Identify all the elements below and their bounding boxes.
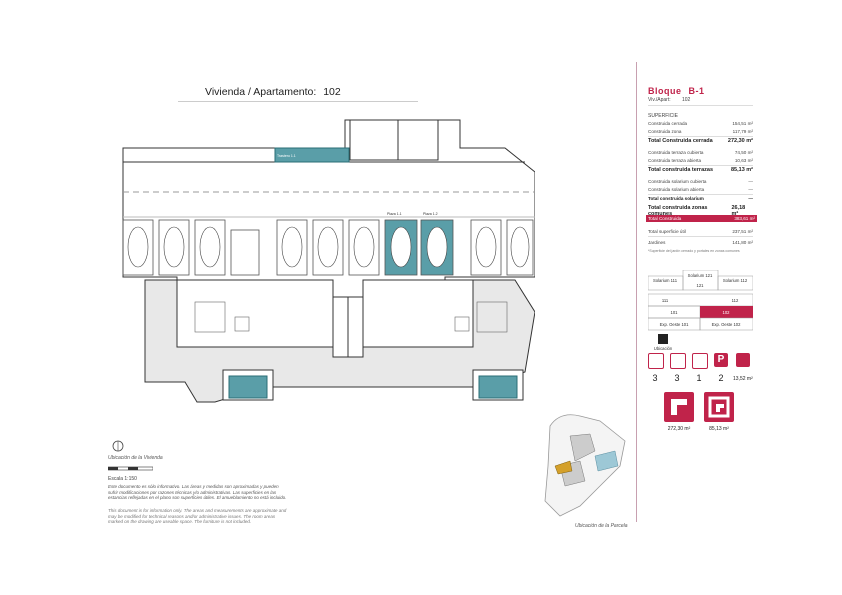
area-label: Total construida terrazas bbox=[648, 167, 713, 173]
disclaimer-en: This document is for information only. T… bbox=[108, 508, 287, 524]
bathrooms-count: 3 bbox=[674, 373, 680, 383]
dist-102: 102 bbox=[723, 310, 731, 315]
area-value: 26,18 m² bbox=[731, 205, 746, 217]
area-label: Total Construida cerrada bbox=[648, 138, 713, 144]
bed-icon bbox=[648, 353, 664, 369]
viv-line: Viv./Apart: 102 bbox=[648, 97, 690, 103]
area-label: Construida cerrada bbox=[648, 121, 688, 126]
bath-icon bbox=[670, 353, 686, 369]
compass-icon bbox=[112, 440, 124, 452]
area-value: 85,13 m² bbox=[730, 167, 753, 173]
area-value: 383,61 m² bbox=[734, 216, 755, 221]
area-value: — bbox=[748, 179, 753, 184]
area-label: Jardines bbox=[648, 240, 666, 245]
total-construida-row: Total Construida 383,61 m² bbox=[646, 215, 757, 222]
dist-112: 112 bbox=[732, 298, 739, 303]
closed-area-icon bbox=[664, 392, 694, 422]
area-value: 10,63 m² bbox=[734, 158, 753, 163]
bloque-label: Bloque bbox=[648, 86, 682, 96]
dist-solarium-112: Solarium 112 bbox=[723, 278, 748, 283]
area-row: Total Construida cerrada 272,30 m² bbox=[648, 138, 753, 144]
dist-solarium-111: Solarium 111 bbox=[653, 278, 678, 283]
viv-label: Viv./Apart: bbox=[648, 97, 671, 103]
panel-divider bbox=[648, 105, 753, 106]
area-row: Total superficie útil 237,51 m² bbox=[648, 229, 753, 237]
info-panel bbox=[636, 62, 757, 522]
area-label: Construida solarium abierta bbox=[648, 187, 705, 192]
dist-legend: Ubicación bbox=[654, 346, 673, 351]
area-row: Total construida solarium — bbox=[648, 196, 753, 201]
title-label: Vivienda / Apartamento: bbox=[205, 86, 317, 98]
terrace-area-icon bbox=[704, 392, 734, 422]
parking-count: 1 bbox=[696, 373, 702, 383]
area-row: Construida solarium abierta — bbox=[648, 187, 753, 195]
dist-exp-101: Exp. Oeste 101 bbox=[660, 322, 690, 327]
site-label: Ubicación de la Parcela bbox=[575, 523, 628, 529]
plaza1-label: Plaza 1.1 bbox=[387, 212, 402, 216]
title-value: 102 bbox=[323, 86, 341, 98]
area-value: 117,79 m² bbox=[732, 129, 753, 134]
closed-area-value: 272,30 m² bbox=[667, 426, 691, 432]
area-label: Construida terraza abierta bbox=[648, 158, 702, 163]
area-row: Construida terraza abierta 10,63 m² bbox=[648, 158, 753, 166]
area-value: — bbox=[748, 187, 753, 192]
bloque-heading: Bloque B-1 bbox=[648, 86, 705, 96]
area-label: Total construida zonas comunes bbox=[648, 205, 708, 217]
dist-exp-102: Exp. Oeste 102 bbox=[712, 322, 742, 327]
storage-count: 2 bbox=[718, 373, 724, 383]
viv-value: 102 bbox=[682, 97, 691, 103]
area-value: 154,51 m² bbox=[732, 121, 753, 126]
area-row: Total construida terrazas 85,13 m² bbox=[648, 167, 753, 173]
area-label: Total construida solarium bbox=[648, 196, 704, 201]
area-label: Total Construida bbox=[648, 216, 682, 221]
area-value: — bbox=[748, 196, 753, 201]
area-label: Total superficie útil bbox=[648, 229, 686, 234]
disclaimer-es: Este documento es sólo informativo. Las … bbox=[108, 484, 287, 500]
dist-121: 121 bbox=[697, 283, 705, 288]
parking-icon: P bbox=[714, 353, 728, 367]
dist-111: 111 bbox=[662, 298, 669, 303]
area-row: Construida solarium cubierta — bbox=[648, 179, 753, 184]
scale-label: Escala 1:150 bbox=[108, 476, 137, 482]
dist-solarium-121: Solarium 121 bbox=[688, 273, 713, 278]
scale-bar bbox=[108, 466, 153, 471]
area-label: Construida terraza cubierta bbox=[648, 150, 704, 155]
floor-plan: Trastero 1.1 Plaza 1.1 Plaza 1.2 bbox=[122, 119, 535, 403]
trastero-label: Trastero 1.1 bbox=[277, 154, 296, 158]
bloque-value: B-1 bbox=[688, 86, 705, 96]
location-label: Ubicación de la Vivienda bbox=[108, 455, 163, 461]
area-row: Construida terraza cubierta 74,50 m² bbox=[648, 150, 753, 155]
terrace-icon bbox=[736, 353, 750, 367]
dist-101: 101 bbox=[671, 310, 679, 315]
toilet-icon bbox=[692, 353, 708, 369]
site-plan bbox=[544, 414, 626, 517]
area-value: 272,30 m² bbox=[727, 138, 753, 144]
bedrooms-count: 3 bbox=[652, 373, 658, 383]
terrace-area: 13,52 m² bbox=[733, 376, 753, 382]
area-label: Construida zona bbox=[648, 129, 682, 134]
plaza2-label: Plaza 1.2 bbox=[423, 212, 438, 216]
panel-note: *Superficie del jardín cerrado y portale… bbox=[648, 249, 740, 253]
area-row: Jardines 141,80 m² bbox=[648, 240, 753, 245]
distribution-diagram: Solarium 111 Solarium 121 Solarium 112 1… bbox=[648, 270, 753, 351]
terrace-area-value: 85,13 m² bbox=[709, 426, 729, 432]
area-row: Construida zona 117,79 m² bbox=[648, 129, 753, 137]
area-value: 141,80 m² bbox=[732, 240, 753, 245]
area-value: 237,51 m² bbox=[732, 229, 753, 234]
superficie-label: SUPERFICIE bbox=[648, 113, 679, 119]
page-title: Vivienda / Apartamento: 102 bbox=[205, 86, 341, 98]
area-label: Construida solarium cubierta bbox=[648, 179, 707, 184]
title-divider bbox=[178, 101, 418, 102]
area-row: Construida cerrada 154,51 m² bbox=[648, 121, 753, 126]
area-value: 74,50 m² bbox=[734, 150, 753, 155]
